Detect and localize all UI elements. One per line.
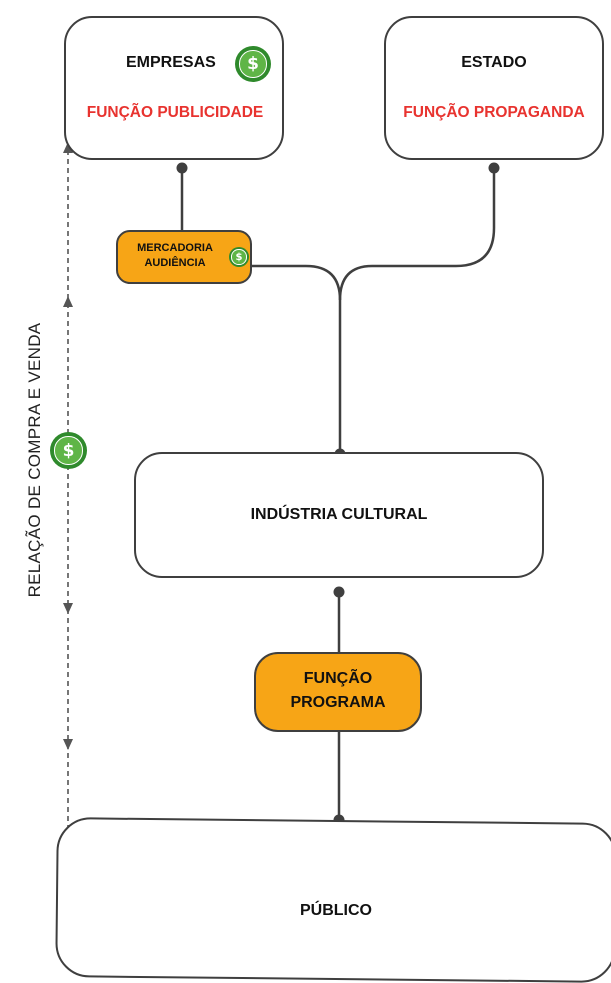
empresas-subtitle: FUNÇÃO PUBLICIDADE bbox=[86, 104, 264, 121]
dollar-coin-icon: $ bbox=[235, 46, 271, 82]
estado-box bbox=[384, 16, 604, 160]
dollar-coin-side-icon: $ bbox=[50, 432, 87, 469]
estado-title: ESTADO bbox=[461, 54, 527, 71]
funcao-programa-box: FUNÇÃO PROGRAMA bbox=[254, 652, 422, 732]
dollar-coin-small-icon: $ bbox=[229, 247, 249, 267]
industria-cultural-title: INDÚSTRIA CULTURAL bbox=[250, 506, 428, 523]
publico-title: PÚBLICO bbox=[300, 902, 372, 919]
dollar-sign-small: $ bbox=[231, 249, 247, 265]
mercadoria-label: MERCADORIA bbox=[137, 242, 213, 254]
dollar-sign: $ bbox=[239, 50, 267, 78]
programa-label: PROGRAMA bbox=[290, 694, 386, 711]
empresas-title: EMPRESAS bbox=[126, 54, 216, 71]
relacao-compra-venda-label: RELAÇÃO DE COMPRA E VENDA bbox=[25, 322, 44, 598]
audiencia-label: AUDIÊNCIA bbox=[144, 257, 206, 269]
dollar-sign-side: $ bbox=[54, 436, 83, 465]
publico-box bbox=[55, 817, 611, 983]
estado-subtitle: FUNÇÃO PROPAGANDA bbox=[403, 104, 585, 121]
empresas-box bbox=[64, 16, 284, 160]
funcao-label: FUNÇÃO bbox=[303, 670, 373, 687]
industria-cultural-box bbox=[134, 452, 544, 578]
